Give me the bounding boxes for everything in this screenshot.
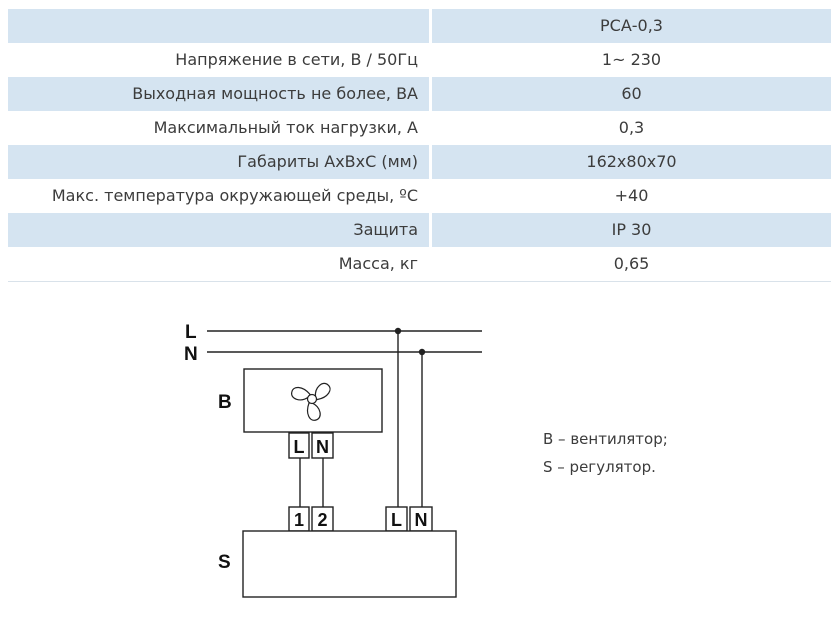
- fan-terminal-n-label: N: [316, 437, 329, 457]
- param-label: Выходная мощность не более, ВА: [8, 77, 429, 111]
- param-label: Масса, кг: [338, 254, 418, 273]
- param-label: Напряжение в сети, В / 50Гц: [175, 50, 418, 69]
- wiring-diagram: L N B L N 1 2 L N S B – вентилятор; S – …: [184, 322, 668, 598]
- line-l-label: L: [185, 322, 197, 343]
- param-value: 0,65: [613, 254, 650, 273]
- param-value: 1~ 230: [601, 50, 662, 69]
- regulator-terminal-1-label: 1: [294, 510, 304, 530]
- table-row: Максимальный ток нагрузки, А 0,3: [8, 111, 831, 145]
- table-row: Макс. температура окружающей среды, ºС +…: [8, 179, 831, 213]
- fan-blade: [306, 402, 321, 421]
- param-value: IP 30: [432, 213, 831, 247]
- fan-blade: [291, 386, 311, 401]
- fan-block-label: B: [218, 392, 232, 413]
- table-row: Выходная мощность не более, ВА 60: [8, 77, 831, 111]
- fan-terminal-l-label: L: [294, 437, 305, 457]
- legend-fan: B – вентилятор;: [543, 430, 668, 448]
- param-value: +40: [614, 186, 649, 205]
- table-header-row: РСА-0,3: [8, 9, 831, 43]
- fan-terminal-l: [288, 432, 310, 459]
- table-row: Защита IP 30: [8, 213, 831, 247]
- regulator-block: [242, 530, 457, 598]
- param-label: Максимальный ток нагрузки, А: [153, 118, 418, 137]
- table-row: Габариты АхВхС (мм) 162x80x70: [8, 145, 831, 179]
- param-label: Защита: [8, 213, 429, 247]
- line-n-label: N: [184, 344, 198, 365]
- table-row: Масса, кг 0,65: [8, 247, 831, 281]
- regulator-terminal-2-label: 2: [317, 510, 327, 530]
- param-value: 0,3: [618, 118, 645, 137]
- param-label: Габариты АхВхС (мм): [8, 145, 429, 179]
- table-row: Напряжение в сети, В / 50Гц 1~ 230: [8, 43, 831, 77]
- param-value: 162x80x70: [432, 145, 831, 179]
- fan-icon: [291, 382, 331, 421]
- fan-blade: [314, 382, 331, 401]
- fan-hub: [306, 393, 318, 405]
- legend-regulator: S – регулятор.: [543, 458, 656, 476]
- param-label: Макс. температура окружающей среды, ºС: [51, 186, 418, 205]
- regulator-terminal-l-label: L: [391, 510, 402, 530]
- regulator-terminal-n-label: N: [415, 510, 428, 530]
- param-value: 60: [432, 77, 831, 111]
- model-name: РСА-0,3: [432, 9, 831, 43]
- table-header-param-cell: [8, 9, 429, 43]
- regulator-block-label: S: [218, 552, 231, 573]
- spec-table: РСА-0,3 Напряжение в сети, В / 50Гц 1~ 2…: [8, 9, 831, 282]
